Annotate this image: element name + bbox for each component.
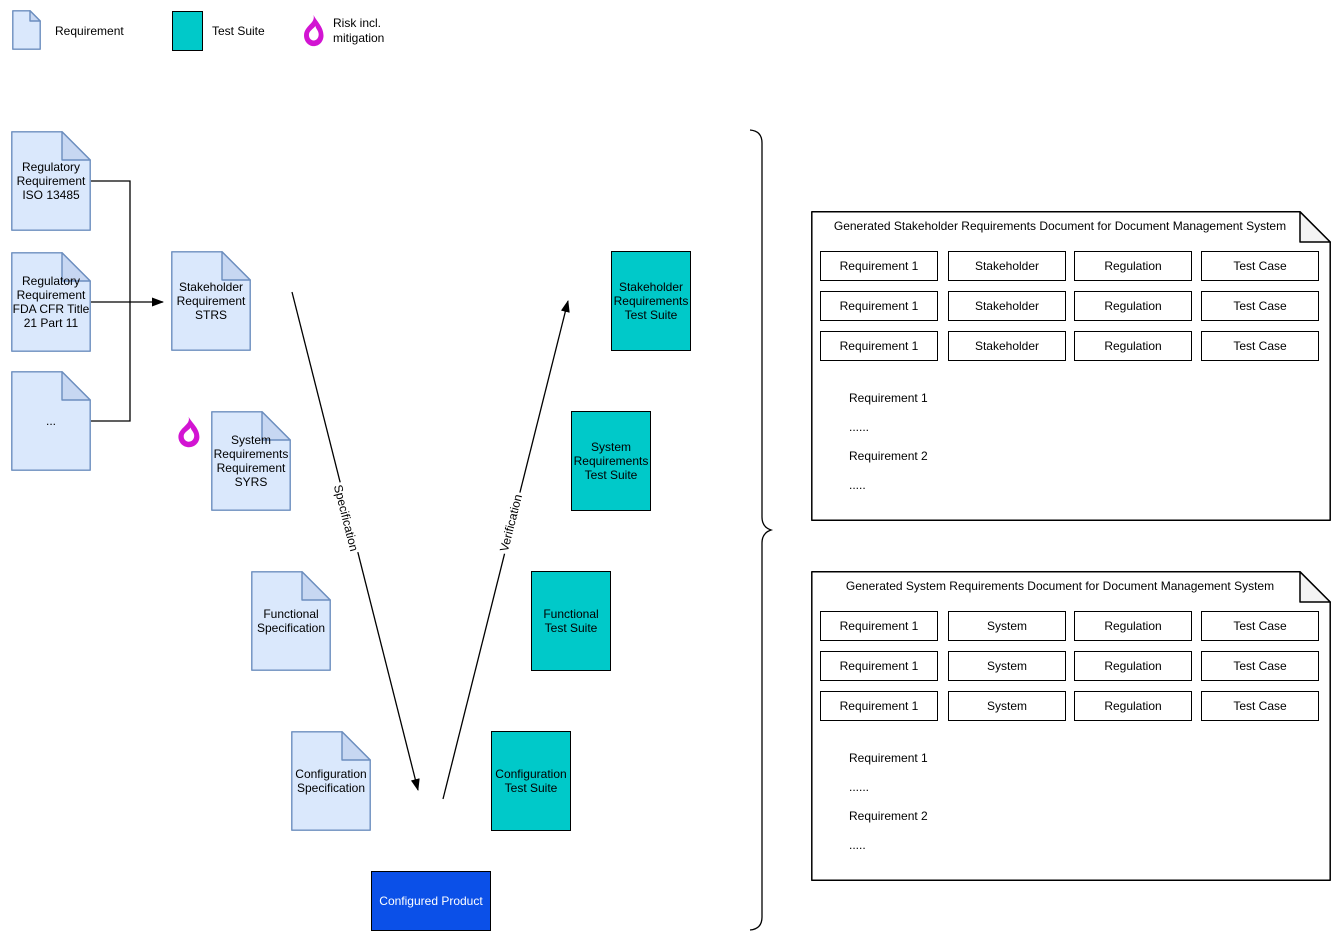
panel-title: Generated System Requirements Document f… xyxy=(845,579,1275,593)
document-icon xyxy=(811,211,1331,521)
legend-risk-label: Risk incl. mitigation xyxy=(333,16,385,45)
body-line: Requirement 1 xyxy=(849,751,928,765)
body-line: Requirement 2 xyxy=(849,809,928,823)
node-label: Regulatory Requirement FDA CFR Title 21 … xyxy=(12,274,90,330)
generated-stakeholder-requirements-panel: Generated Stakeholder Requirements Docum… xyxy=(811,211,1331,521)
node-stakeholder-requirement-strs: Stakeholder Requirement STRS xyxy=(171,251,251,351)
node-configuration-test-suite: Configuration Test Suite xyxy=(491,731,571,831)
body-line: ...... xyxy=(849,420,870,434)
node-functional-specification: Functional Specification xyxy=(251,571,331,671)
specification-edge-label: Specification xyxy=(330,481,362,555)
table-cell: System xyxy=(948,691,1066,721)
node-system-requirements-test-suite: System Requirements Test Suite xyxy=(571,411,651,511)
document-icon xyxy=(211,411,291,511)
document-icon xyxy=(291,731,371,831)
table-cell: Regulation xyxy=(1074,251,1192,281)
curly-brace xyxy=(749,129,774,931)
generated-system-requirements-panel: Generated System Requirements Document f… xyxy=(811,571,1331,881)
node-label: Stakeholder Requirement STRS xyxy=(176,280,246,322)
panel-title: Generated Stakeholder Requirements Docum… xyxy=(833,219,1287,233)
node-regulatory-requirement-more: ... xyxy=(11,371,91,471)
node-regulatory-requirement-fda-cfr: Regulatory Requirement FDA CFR Title 21 … xyxy=(11,252,91,352)
table-cell: Requirement 1 xyxy=(820,291,938,321)
table-cell: Regulation xyxy=(1074,291,1192,321)
table-cell: Test Case xyxy=(1201,331,1319,361)
document-icon xyxy=(171,251,251,351)
node-label: Regulatory Requirement ISO 13485 xyxy=(16,160,86,202)
table-cell: Stakeholder xyxy=(948,251,1066,281)
legend-test-suite-label: Test Suite xyxy=(212,24,265,38)
regulatory-branch-line xyxy=(91,180,131,422)
node-functional-test-suite: Functional Test Suite xyxy=(531,571,611,671)
body-line: Requirement 1 xyxy=(849,391,928,405)
node-label: ... xyxy=(45,414,56,428)
document-icon xyxy=(11,371,91,471)
legend-risk-flame-icon xyxy=(299,14,325,47)
legend-requirement-icon xyxy=(12,10,41,50)
table-cell: Regulation xyxy=(1074,331,1192,361)
node-stakeholder-requirements-test-suite: Stakeholder Requirements Test Suite xyxy=(611,251,691,351)
node-label: Configured Product xyxy=(379,894,483,908)
node-regulatory-requirement-iso13485: Regulatory Requirement ISO 13485 xyxy=(11,131,91,231)
node-label: Functional Specification xyxy=(256,607,326,635)
node-label: Configuration Test Suite xyxy=(495,767,567,795)
table-cell: Test Case xyxy=(1201,651,1319,681)
document-icon xyxy=(12,10,41,50)
node-system-requirements-syrs: System Requirements Requirement SYRS xyxy=(211,411,291,511)
body-line: Requirement 2 xyxy=(849,449,928,463)
node-label: System Requirements Requirement SYRS xyxy=(213,433,289,489)
table-cell: Test Case xyxy=(1201,611,1319,641)
table-cell: Regulation xyxy=(1074,691,1192,721)
table-cell: Requirement 1 xyxy=(820,251,938,281)
table-cell: Stakeholder xyxy=(948,291,1066,321)
node-label: Configuration Specification xyxy=(295,767,367,795)
table-cell: Test Case xyxy=(1201,691,1319,721)
table-cell: System xyxy=(948,611,1066,641)
legend-test-suite-icon xyxy=(172,11,203,51)
table-cell: Stakeholder xyxy=(948,331,1066,361)
body-line: ..... xyxy=(849,838,866,852)
node-configured-product: Configured Product xyxy=(371,871,491,931)
document-icon xyxy=(251,571,331,671)
legend-requirement-label: Requirement xyxy=(55,24,124,38)
table-cell: Requirement 1 xyxy=(820,691,938,721)
node-label: Functional Test Suite xyxy=(543,607,599,635)
table-cell: Regulation xyxy=(1074,611,1192,641)
document-icon xyxy=(811,571,1331,881)
table-cell: Test Case xyxy=(1201,251,1319,281)
table-cell: System xyxy=(948,651,1066,681)
verification-edge-label: Verification xyxy=(496,490,526,556)
body-line: ...... xyxy=(849,780,870,794)
document-icon xyxy=(11,131,91,231)
body-line: ..... xyxy=(849,478,866,492)
table-cell: Requirement 1 xyxy=(820,331,938,361)
document-icon xyxy=(11,252,91,352)
node-configuration-specification: Configuration Specification xyxy=(291,731,371,831)
table-cell: Requirement 1 xyxy=(820,611,938,641)
risk-flame-icon xyxy=(173,416,201,448)
table-cell: Test Case xyxy=(1201,291,1319,321)
table-cell: Regulation xyxy=(1074,651,1192,681)
node-label: Stakeholder Requirements Test Suite xyxy=(613,280,689,322)
table-cell: Requirement 1 xyxy=(820,651,938,681)
node-label: System Requirements Test Suite xyxy=(573,440,649,482)
